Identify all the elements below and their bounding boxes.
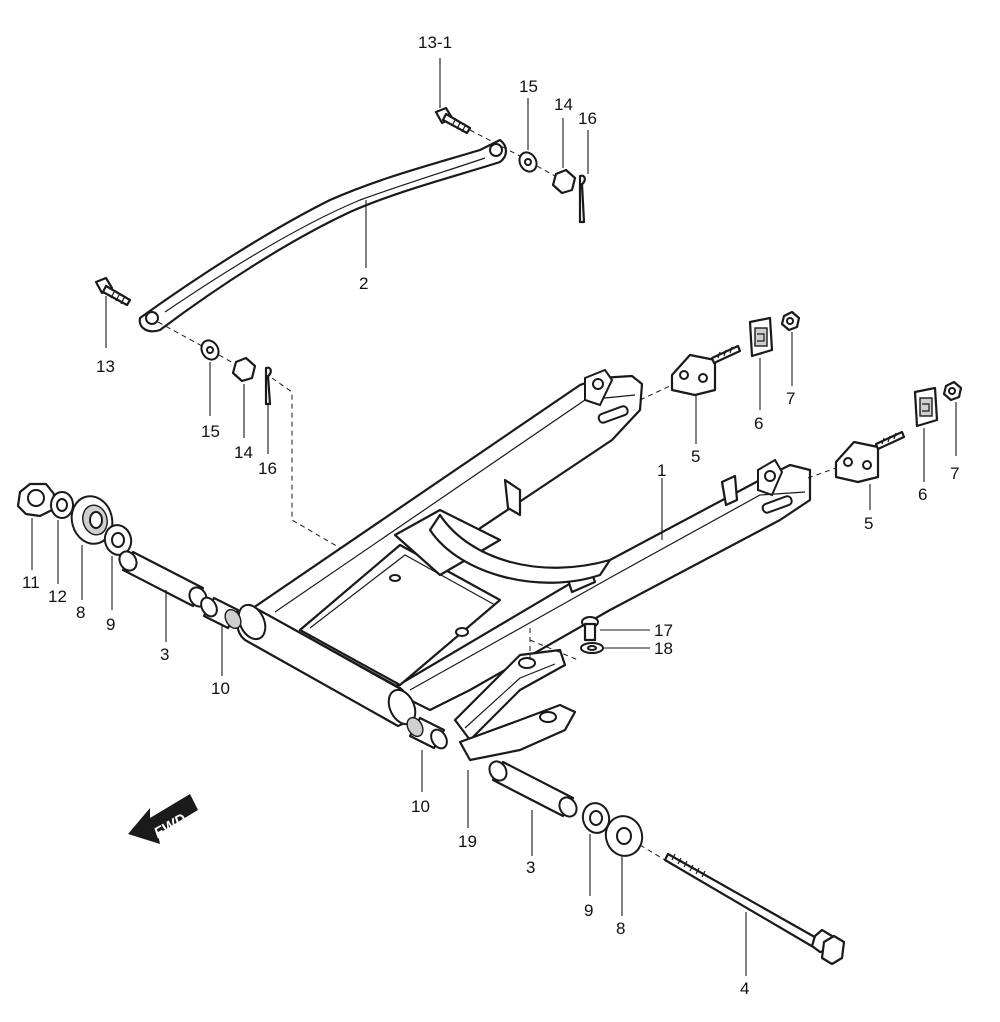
- callout-15-lower: 15: [201, 422, 220, 441]
- callout-3-lower: 3: [526, 858, 535, 877]
- callout-8-lower: 8: [616, 919, 625, 938]
- washer-18: [580, 642, 604, 654]
- chain-adjuster-right: [834, 430, 906, 484]
- callout-4: 4: [740, 979, 749, 998]
- callout-5-left: 5: [691, 447, 700, 466]
- callout-11: 11: [22, 573, 40, 592]
- callout-18: 18: [654, 639, 673, 658]
- screw-17: [581, 616, 599, 642]
- nut-11: [16, 482, 56, 518]
- upper-washer-15: [518, 151, 538, 173]
- callout-6-left: 6: [754, 414, 763, 433]
- dust-seal-8b: [604, 815, 644, 857]
- callout-3-upper: 3: [160, 645, 169, 664]
- needle-bearing-10b: [406, 716, 448, 750]
- adjuster-plate-6-right: [913, 386, 939, 428]
- lower-nut-14: [231, 356, 257, 383]
- upper-bolt-13-1: [434, 106, 472, 135]
- callout-14-upper: 14: [554, 95, 573, 114]
- callout-19: 19: [458, 832, 477, 851]
- leader-lines: [31, 58, 957, 976]
- adjuster-plate-6-left: [748, 316, 774, 358]
- dust-seal-8a: [70, 495, 114, 545]
- callout-7-left: 7: [786, 389, 795, 408]
- chain-guide: [453, 648, 577, 762]
- callout-6-right: 6: [918, 485, 927, 504]
- callout-7-right: 7: [950, 464, 959, 483]
- callout-12: 12: [48, 587, 67, 606]
- lower-cotter-pin-16: [264, 366, 272, 406]
- callout-10-upper: 10: [211, 679, 230, 698]
- needle-bearing-10a: [200, 596, 242, 630]
- callout-16-lower: 16: [258, 459, 277, 478]
- chain-adjuster-left: [670, 344, 742, 397]
- washer-9a: [103, 524, 133, 556]
- collar-3b: [488, 760, 578, 818]
- adjuster-nut-7-right: [942, 380, 963, 402]
- adjuster-nut-7-left: [780, 310, 801, 332]
- lower-washer-15: [200, 339, 220, 361]
- callout-9-upper: 9: [106, 615, 115, 634]
- callout-10-lower: 10: [411, 797, 430, 816]
- forward-arrow: FWD: [128, 794, 198, 844]
- torque-link: [138, 138, 508, 333]
- upper-nut-14: [551, 168, 577, 195]
- callout-15-upper: 15: [519, 77, 538, 96]
- callout-17: 17: [654, 621, 673, 640]
- swingarm: [236, 368, 812, 728]
- callout-13: 13: [96, 357, 115, 376]
- callout-2: 2: [359, 274, 368, 293]
- callout-labels: 13-1 15 14 16 2 13 15 14 16 6 7 5 1 6 7 …: [22, 33, 959, 998]
- washer-12: [50, 491, 74, 519]
- callout-13-1: 13-1: [418, 33, 452, 52]
- callout-9-lower: 9: [584, 901, 593, 920]
- callout-16-upper: 16: [578, 109, 597, 128]
- pivot-bolt-4: [663, 852, 846, 966]
- collar-3a: [118, 550, 208, 608]
- washer-9b: [581, 802, 611, 834]
- callout-1: 1: [657, 461, 666, 480]
- callout-5-right: 5: [864, 514, 873, 533]
- callout-8-upper: 8: [76, 603, 85, 622]
- upper-cotter-pin-16: [578, 174, 586, 224]
- lower-bolt-13: [94, 276, 132, 307]
- callout-14-lower: 14: [234, 443, 253, 462]
